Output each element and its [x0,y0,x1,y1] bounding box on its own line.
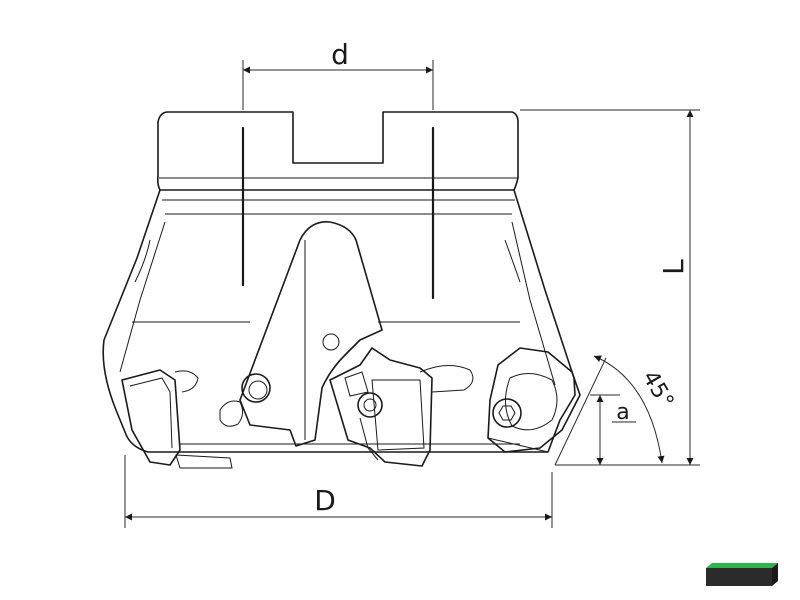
insert-left [121,369,233,469]
shank-outline [156,111,519,191]
dimension-angle-label: 45° [637,367,678,413]
cutter-body [102,111,576,453]
dimension-L: L [520,109,700,466]
insert-center [329,347,474,467]
dimension-D: D [124,455,553,528]
center-rib [239,221,383,447]
coolant-hole [241,373,271,403]
dimension-d: d [242,38,434,110]
dimension-D-label: D [314,484,336,517]
insert-right [487,347,581,453]
dimension-a: a [590,394,636,465]
dimension-L-label: L [657,259,690,275]
insert-grade-badge-icon [706,563,778,586]
dimension-d-label: d [331,38,349,71]
dimension-a-label: a [616,400,629,425]
torx-screw-icon [492,398,522,428]
